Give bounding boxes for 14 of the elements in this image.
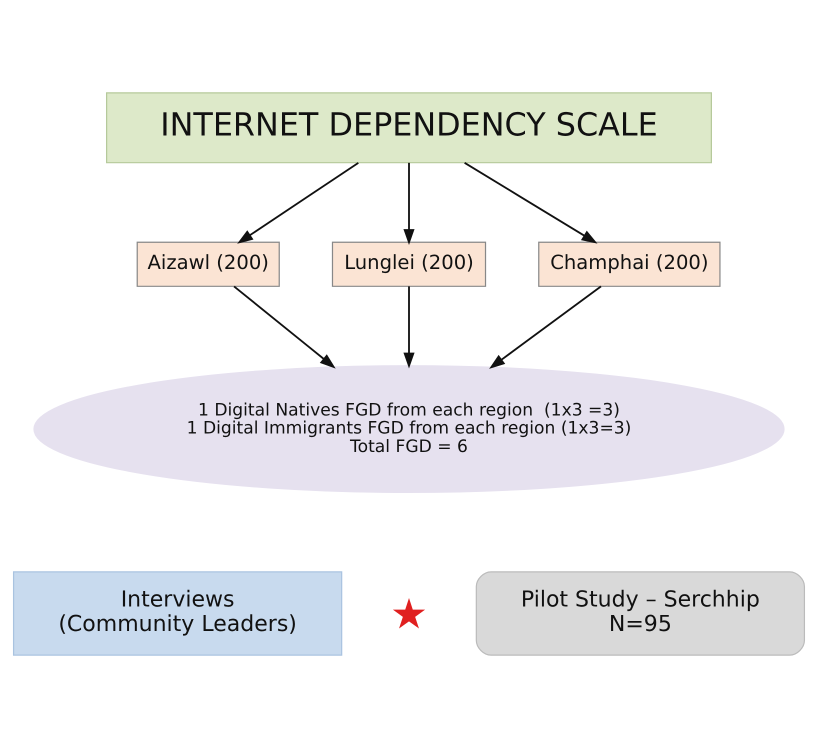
arrow: [403, 162, 415, 244]
node-box: Aizawl (200): [136, 241, 280, 286]
arrow: [403, 286, 415, 368]
node-box: INTERNET DEPENDENCY SCALE: [106, 92, 712, 163]
arrow: [233, 285, 336, 368]
arrow: [464, 162, 598, 244]
node-box: Champhai (200): [538, 241, 721, 286]
node-box: Lunglei (200): [332, 241, 486, 286]
node-star: [392, 598, 426, 628]
node-box: Pilot Study – Serchhip N=95: [476, 570, 806, 656]
node-ellipse: 1 Digital Natives FGD from each region (1x3 =3) 1 Digital Immigrants FGD from each region (1x3=3) Total FGD = 6: [33, 364, 785, 493]
node-box: Interviews (Community Leaders): [12, 570, 342, 656]
arrow: [489, 285, 602, 368]
arrow: [237, 162, 359, 244]
